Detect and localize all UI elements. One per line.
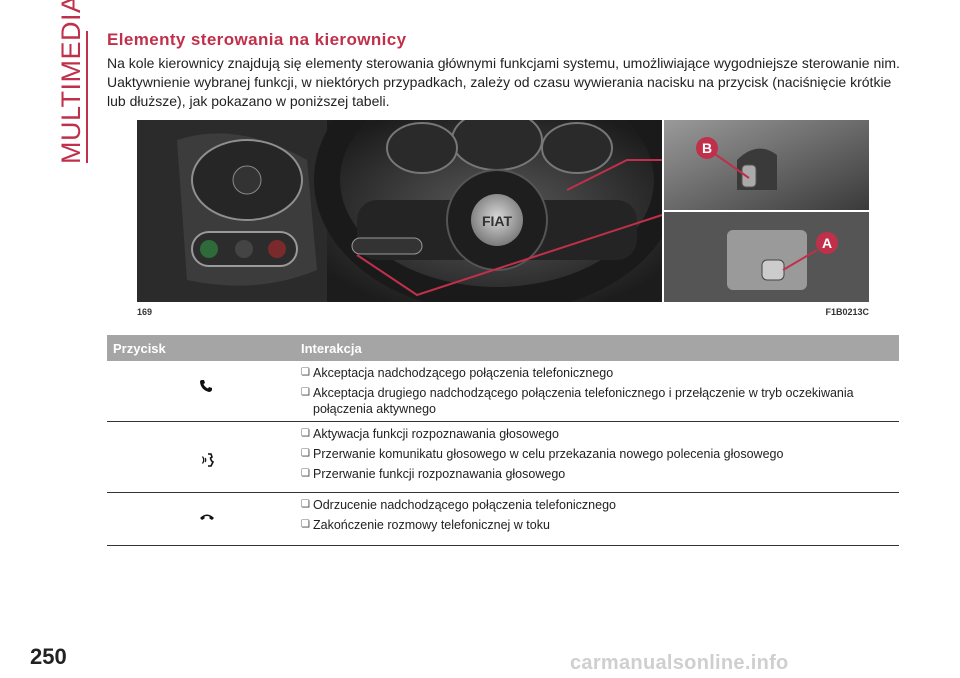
fiat-logo-text: FIAT (482, 213, 513, 229)
table-header: Przycisk Interakcja (107, 335, 899, 361)
button-interaction-table: Przycisk Interakcja Akceptacja nadchodzą… (107, 335, 899, 546)
callout-a: A (822, 235, 832, 251)
list-item: Przerwanie funkcji rozpoznawania głosowe… (301, 466, 899, 482)
phone-hangup-icon (199, 509, 215, 527)
list-item: Akceptacja nadchodzącego połączenia tele… (301, 365, 899, 381)
list-item: Akceptacja drugiego nadchodzącego połącz… (301, 385, 899, 417)
list-item: Przerwanie komunikatu głosowego w celu p… (301, 446, 899, 462)
watermark: carmanualsonline.info (570, 652, 789, 674)
section-side-rule (86, 31, 88, 163)
callout-b: B (702, 140, 712, 156)
page-number: 250 (30, 644, 67, 669)
header-interaction: Interakcja (301, 341, 362, 356)
figure-number: 169 (137, 307, 153, 317)
table-row: Odrzucenie nadchodzącego połączenia tele… (107, 497, 899, 546)
steering-wheel-photo: FIAT B A (137, 120, 869, 302)
table-row: Aktywacja funkcji rozpoznawania głosoweg… (107, 426, 899, 493)
figure-caption: 169 F1B0213C (137, 307, 869, 321)
table-row: Akceptacja nadchodzącego połączenia tele… (107, 365, 899, 422)
voice-recognition-icon (199, 452, 215, 473)
intro-paragraph: Na kole kierownicy znajdują się elementy… (107, 55, 900, 109)
header-button: Przycisk (113, 341, 166, 356)
section-title: Elementy sterowania na kierownicy (107, 30, 407, 49)
list-item: Odrzucenie nadchodzącego połączenia tele… (301, 497, 899, 513)
figure-code: F1B0213C (825, 307, 869, 317)
steering-wheel-figure: FIAT B A (137, 120, 869, 302)
list-item: Zakończenie rozmowy telefonicznej w toku (301, 517, 899, 533)
phone-accept-icon (199, 379, 213, 398)
list-item: Aktywacja funkcji rozpoznawania głosoweg… (301, 426, 899, 442)
